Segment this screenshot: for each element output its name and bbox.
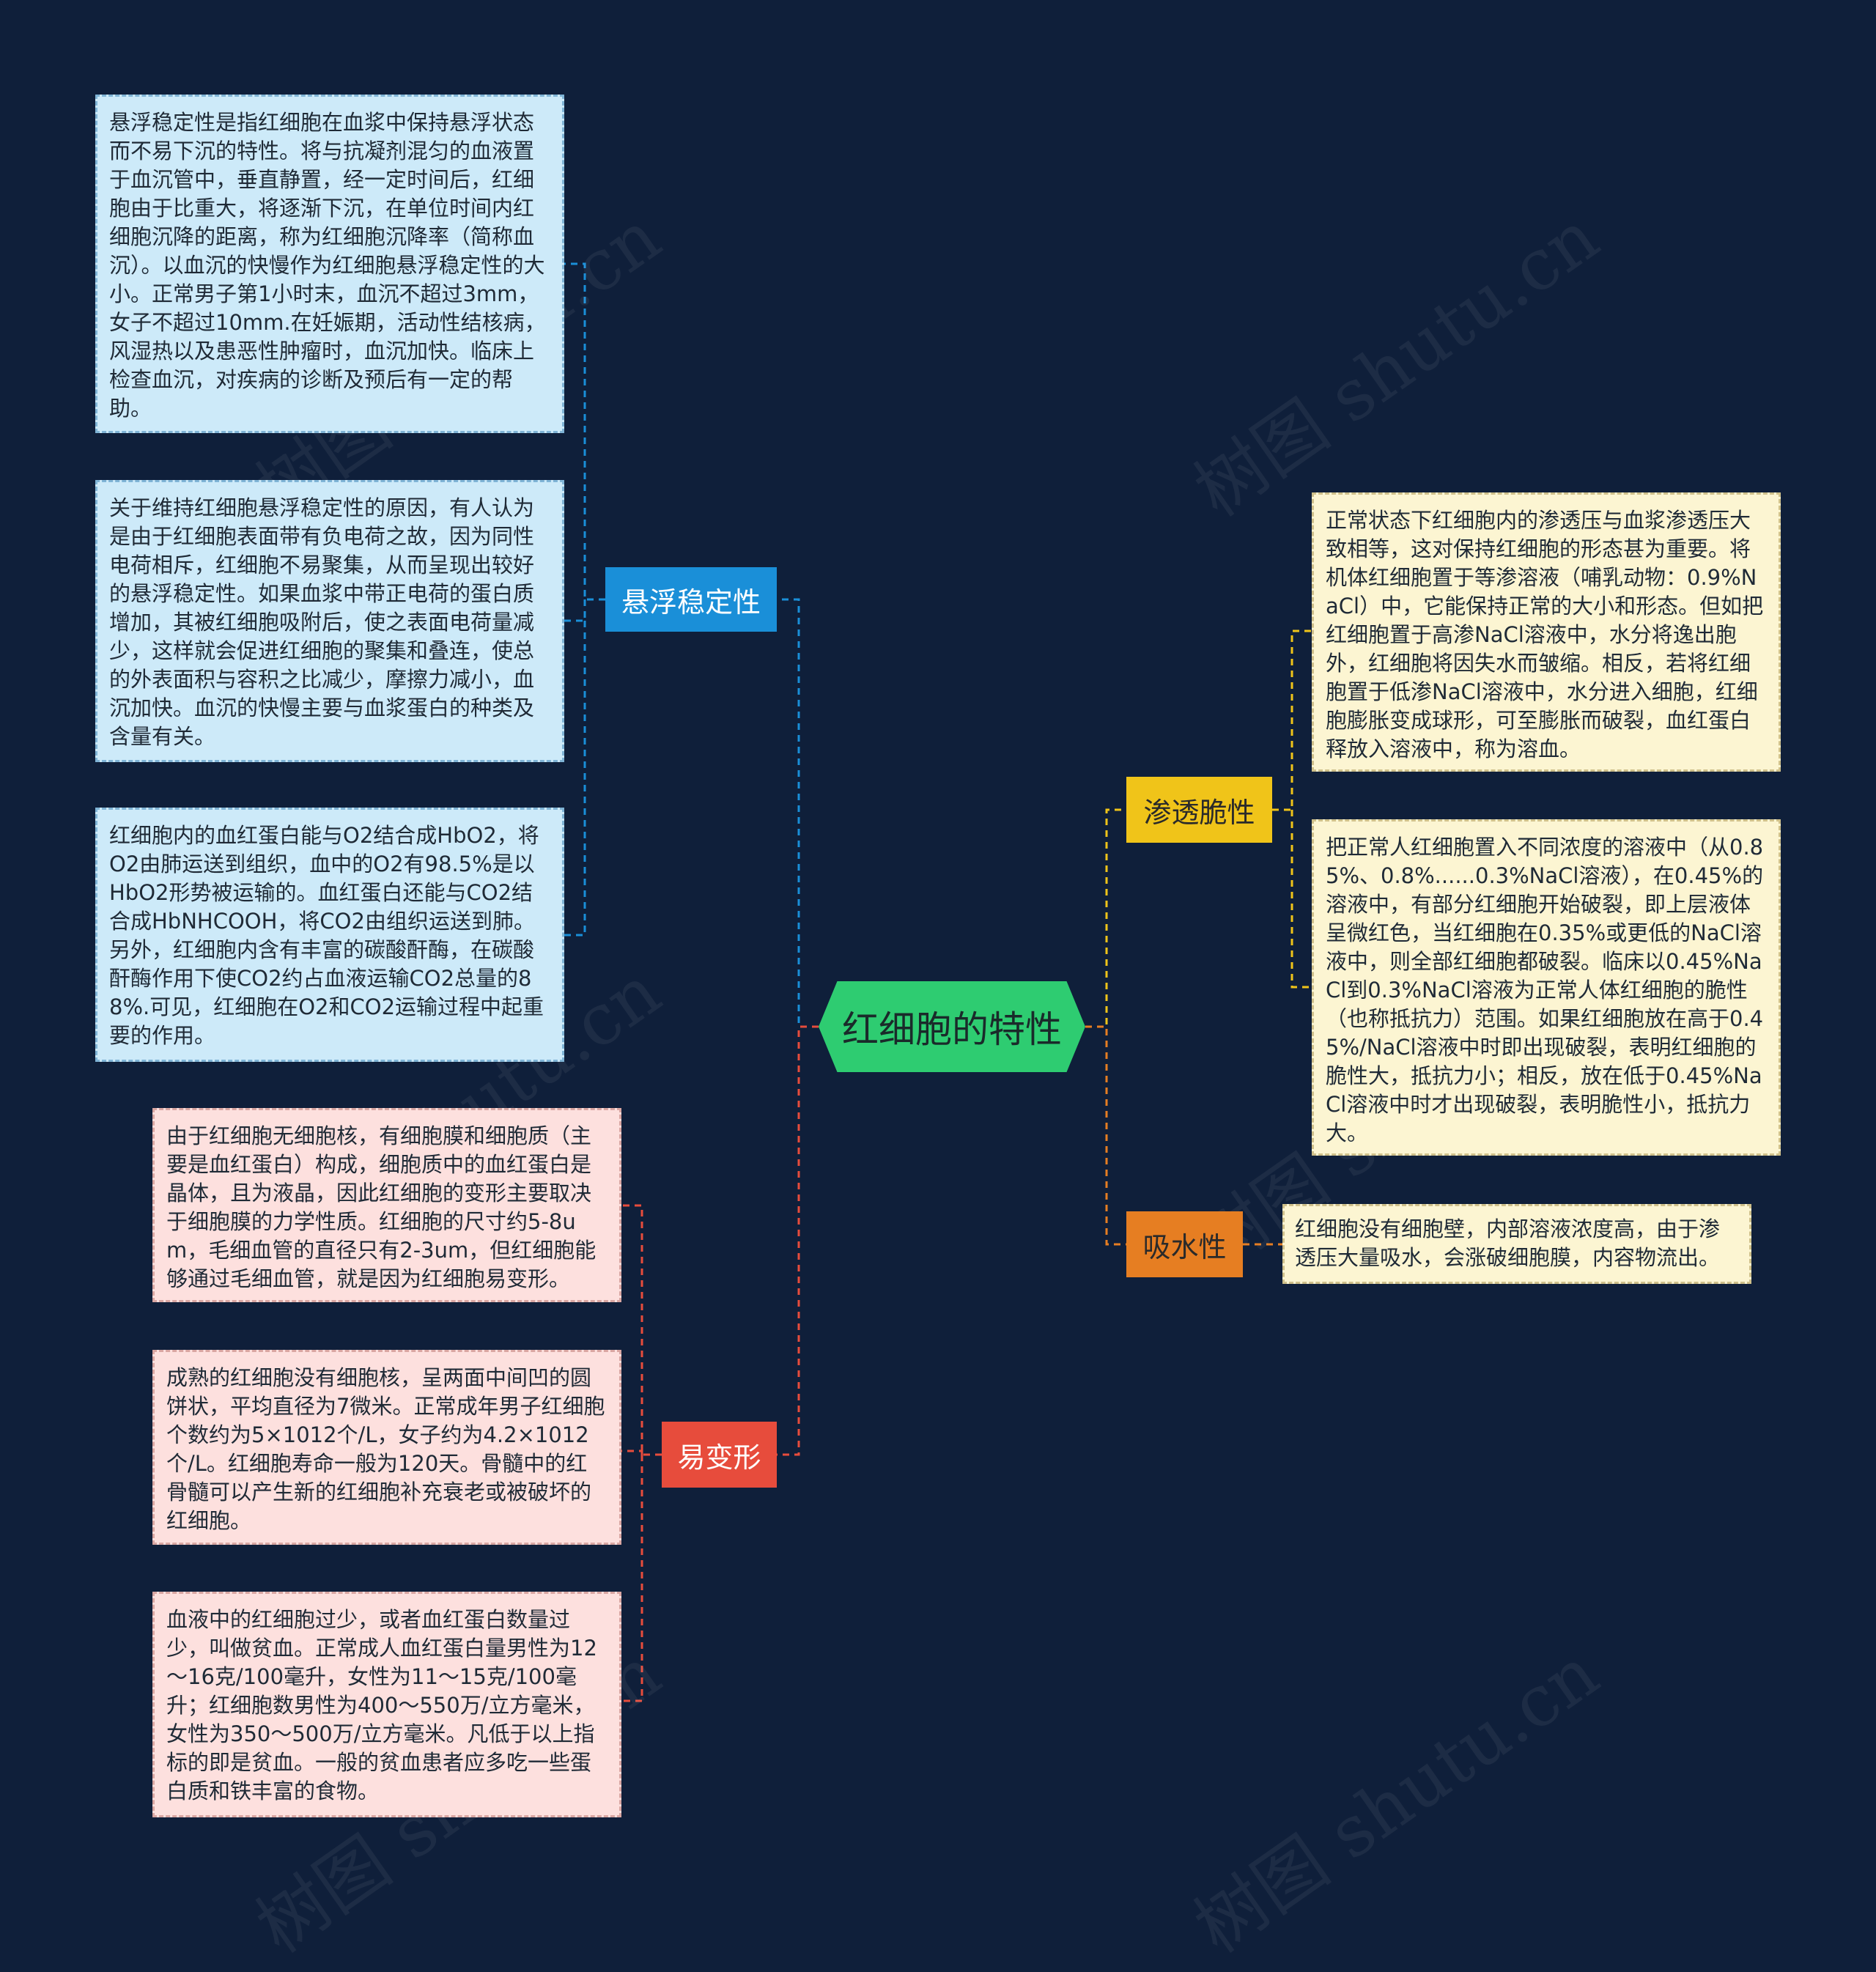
note-deform-2: 成熟的红细胞没有细胞核，呈两面中间凹的圆饼状，平均直径为7微米。正常成年男子红细… <box>152 1350 621 1545</box>
connector-central-suspension <box>777 598 819 1028</box>
central-topic[interactable]: 红细胞的特性 <box>819 981 1085 1072</box>
branch-suspension-stability[interactable]: 悬浮稳定性 <box>605 567 777 632</box>
connector-central-osmotic <box>1085 808 1126 1028</box>
connector-osmotic-notes <box>1272 629 1312 989</box>
branch-water-absorption[interactable]: 吸水性 <box>1126 1211 1243 1277</box>
note-deform-1: 由于红细胞无细胞核，有细胞膜和细胞质（主要是血红蛋白）构成，细胞质中的血红蛋白是… <box>152 1108 621 1302</box>
branch-osmotic-fragility[interactable]: 渗透脆性 <box>1126 777 1272 843</box>
note-absorb-1: 红细胞没有细胞壁，内部溶液浓度高，由于渗透压大量吸水，会涨破细胞膜，内容物流出。 <box>1282 1204 1751 1284</box>
connector-suspension-notes <box>564 262 605 937</box>
note-osmotic-2: 把正常人红细胞置入不同浓度的溶液中（从0.85%、0.8%......0.3%N… <box>1312 819 1781 1156</box>
note-suspension-1: 悬浮稳定性是指红细胞在血浆中保持悬浮状态而不易下沉的特性。将与抗凝剂混匀的血液置… <box>95 95 564 433</box>
note-deform-3: 血液中的红细胞过少，或者血红蛋白数量过少，叫做贫血。正常成人血红蛋白量男性为12… <box>152 1592 621 1817</box>
note-suspension-3: 红细胞内的血红蛋白能与O2结合成HbO2，将O2由肺运送到组织，血中的O2有98… <box>95 808 564 1062</box>
connector-central-absorb <box>1085 1025 1126 1246</box>
note-osmotic-1: 正常状态下红细胞内的渗透压与血浆渗透压大致相等，这对保持红细胞的形态甚为重要。将… <box>1312 492 1781 772</box>
connector-lines <box>564 262 1312 1702</box>
branch-deformability[interactable]: 易变形 <box>662 1422 777 1488</box>
connector-deform-notes <box>621 1204 662 1702</box>
note-suspension-2: 关于维持红细胞悬浮稳定性的原因，有人认为是由于红细胞表面带有负电荷之故，因为同性… <box>95 480 564 762</box>
connector-central-deform <box>777 1025 819 1456</box>
